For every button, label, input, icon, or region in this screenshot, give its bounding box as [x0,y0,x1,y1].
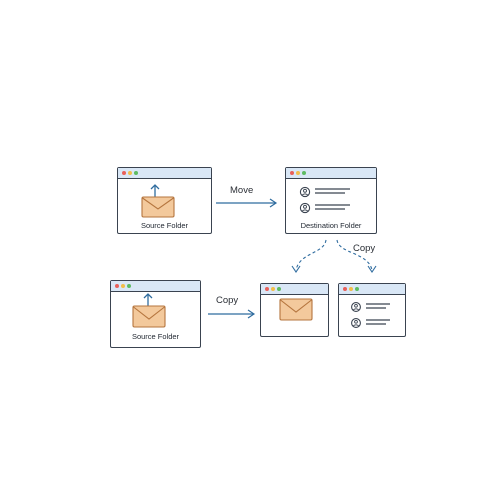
window-titlebar [286,168,376,179]
minimize-dot [128,171,132,175]
close-dot [122,171,126,175]
window-titlebar [261,284,328,295]
copy-split-label: Copy [353,243,376,254]
copy-window-envelope [260,283,329,337]
maximize-dot [277,287,281,291]
window-titlebar [339,284,405,295]
maximize-dot [355,287,359,291]
minimize-dot [349,287,353,291]
close-dot [290,171,294,175]
copy-label: Copy [216,295,239,306]
close-dot [115,284,119,288]
upload-envelope-icon [141,184,175,218]
close-dot [265,287,269,291]
source-folder-label: Source Folder [131,332,180,341]
close-dot [343,287,347,291]
maximize-dot [127,284,131,288]
move-label: Move [230,185,254,196]
envelope-icon [279,298,313,321]
minimize-dot [296,171,300,175]
destination-folder-label: Destination Folder [300,221,362,230]
source-folder-label: Source Folder [140,221,189,230]
minimize-dot [121,284,125,288]
contact-list-icon [351,302,390,328]
maximize-dot [302,171,306,175]
copy-window-contacts [338,283,406,337]
minimize-dot [271,287,275,291]
window-titlebar [111,281,200,292]
destination-window: Destination Folder [285,167,377,234]
upload-envelope-icon [132,293,166,328]
source-window-bottom: Source Folder [110,280,201,348]
source-window-top: Source Folder [117,167,212,234]
maximize-dot [134,171,138,175]
window-titlebar [118,168,211,179]
contact-list-icon [299,186,350,214]
